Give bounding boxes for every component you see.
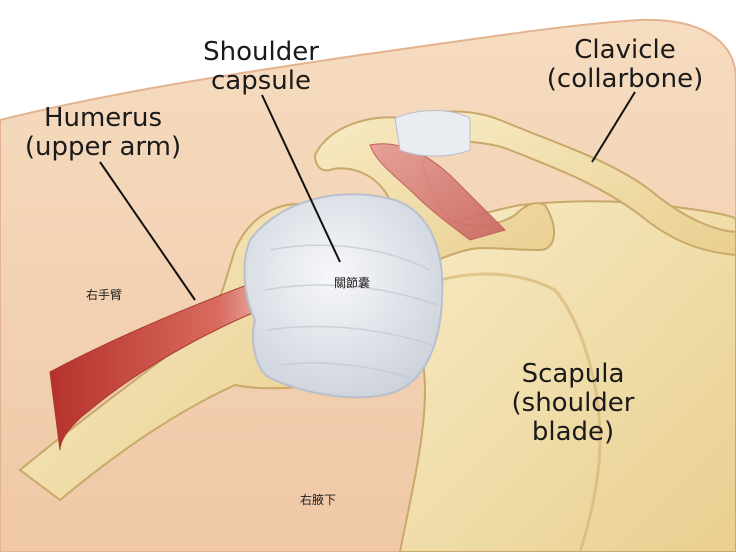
biceps-tendon — [49, 274, 291, 451]
label-scapula-line3: blade) — [531, 417, 615, 448]
shoulder-capsule — [243, 193, 444, 399]
clavicle-bone — [397, 110, 736, 257]
label-clavicle-line1: Clavicle — [574, 35, 676, 65]
label-clavicle-line2: (collarbone) — [546, 64, 704, 95]
label-shoulder-capsule-line2: capsule — [211, 66, 311, 97]
label-humerus: Humerus (upper arm) — [18, 103, 188, 163]
leader-line-clavicle — [591, 91, 636, 163]
capsule-fibers — [264, 244, 439, 379]
label-shoulder-capsule-line1: Shoulder — [203, 37, 319, 67]
annotation-right-armpit: 右腋下 — [300, 493, 337, 507]
label-shoulder-capsule: Shoulder capsule — [196, 37, 326, 97]
label-humerus-line1: Humerus — [43, 103, 163, 133]
acromioclavicular-ligament — [394, 110, 471, 157]
annotation-right-arm: 右手臂 — [86, 288, 123, 302]
leader-line-humerus — [99, 161, 196, 301]
label-humerus-line2: (upper arm) — [24, 132, 182, 163]
label-scapula-line2: (shoulder — [511, 388, 635, 419]
label-scapula: Scapula (shoulder blade) — [498, 359, 648, 448]
label-scapula-line1: Scapula — [521, 359, 625, 389]
annotation-joint-capsule: 關節囊 — [334, 276, 371, 290]
leader-line-shoulder-capsule — [261, 94, 341, 263]
scapula-ridge — [439, 272, 602, 552]
label-clavicle: Clavicle (collarbone) — [540, 35, 710, 95]
